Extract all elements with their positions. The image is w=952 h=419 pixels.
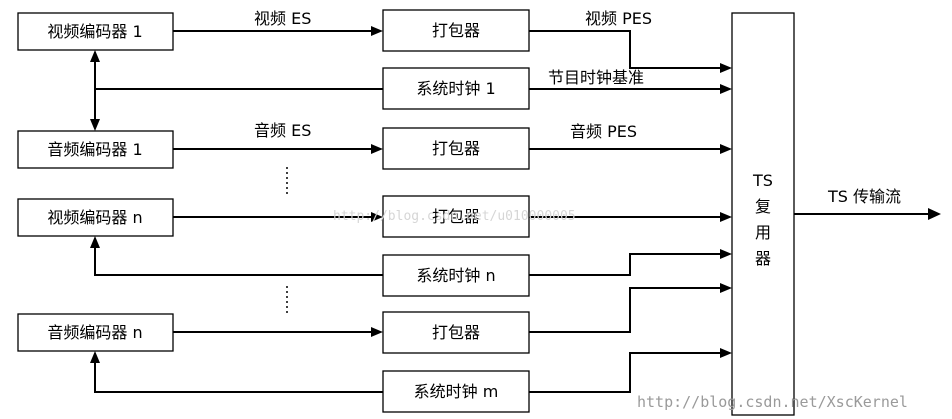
arrowhead-clockn xyxy=(720,249,732,259)
edge-label-audio-pes: 音频 PES xyxy=(570,122,637,141)
system-clock-m-block: 系统时钟 m xyxy=(382,370,530,413)
watermark-bottom-right: http://blog.csdn.net/XscKernel xyxy=(637,393,908,411)
arrowhead-video-pesn xyxy=(720,212,732,222)
system-clock-m-label: 系统时钟 m xyxy=(414,382,499,401)
mux-label-yong: 用 xyxy=(755,223,771,242)
arrowhead-video-enc1 xyxy=(371,26,383,36)
packetizer-video-n-label: 打包器 xyxy=(432,207,480,226)
arrowhead-pcr xyxy=(720,84,732,94)
arrowhead-clockn-up xyxy=(90,236,100,248)
packetizer-audio-n-label: 打包器 xyxy=(432,323,480,342)
arrowhead-video-pes xyxy=(720,63,732,73)
audio-encoder-n-label: 音频编码器 n xyxy=(47,323,142,342)
packetizer-audio-n-block: 打包器 xyxy=(382,311,530,354)
mux-label-qi: 器 xyxy=(755,249,771,268)
ts-multiplexer-block: TS 复 用 器 xyxy=(731,12,795,416)
audio-encoder-n-block: 音频编码器 n xyxy=(17,313,174,352)
arrowhead-audio-pesn xyxy=(720,283,732,293)
wire-video-pes-to-mux xyxy=(529,30,721,69)
mux-label-ts: TS xyxy=(752,171,773,190)
edge-label-video-es: 视频 ES xyxy=(254,9,311,28)
system-clock-1-label: 系统时钟 1 xyxy=(416,79,495,98)
video-encoder-1-block: 视频编码器 1 xyxy=(17,12,174,51)
arrowhead-audio-enc1 xyxy=(371,144,383,154)
video-encoder-1-label: 视频编码器 1 xyxy=(47,22,142,41)
arrowhead-clockm xyxy=(720,348,732,358)
arrowhead-audio-encn xyxy=(371,327,383,337)
packetizer-video-1-label: 打包器 xyxy=(432,21,480,40)
wire-clockn-to-mux xyxy=(529,253,721,276)
wire-clockn-to-video-encn xyxy=(94,247,383,276)
wire-audio-pesn-to-mux xyxy=(529,287,721,333)
video-encoder-n-label: 视频编码器 n xyxy=(47,208,142,227)
packetizer-audio-1-label: 打包器 xyxy=(432,139,480,158)
packetizer-video-1-block: 打包器 xyxy=(382,9,530,52)
edge-label-audio-es: 音频 ES xyxy=(254,121,311,140)
video-encoder-n-block: 视频编码器 n xyxy=(17,198,174,237)
arrowhead-audio-pes xyxy=(720,144,732,154)
mux-label-fu: 复 xyxy=(755,197,771,216)
system-clock-n-label: 系统时钟 n xyxy=(416,266,495,285)
arrowhead-clockm-up xyxy=(90,351,100,363)
edge-label-video-pes: 视频 PES xyxy=(585,9,652,28)
watermark-center: http://blog.csdn.net/u010000005 xyxy=(333,209,576,224)
audio-encoder-1-block: 音频编码器 1 xyxy=(17,130,174,169)
arrowhead-clock-bus-down xyxy=(90,119,100,131)
arrowhead-clock-bus-up xyxy=(90,50,100,62)
edge-label-ts-stream: TS 传输流 xyxy=(827,187,901,206)
system-clock-1-block: 系统时钟 1 xyxy=(382,67,530,110)
packetizer-audio-1-block: 打包器 xyxy=(382,127,530,170)
packetizer-video-n-block: 打包器 xyxy=(382,195,530,238)
arrowhead-video-encn xyxy=(371,212,383,222)
wire-clockm-to-audio-encn xyxy=(94,362,383,393)
arrowhead-ts-output xyxy=(928,208,941,220)
system-clock-n-block: 系统时钟 n xyxy=(382,254,530,297)
audio-encoder-1-label: 音频编码器 1 xyxy=(47,140,142,159)
wire-clockm-to-mux xyxy=(529,352,721,393)
edge-label-program-clock-ref: 节目时钟基准 xyxy=(548,68,644,87)
